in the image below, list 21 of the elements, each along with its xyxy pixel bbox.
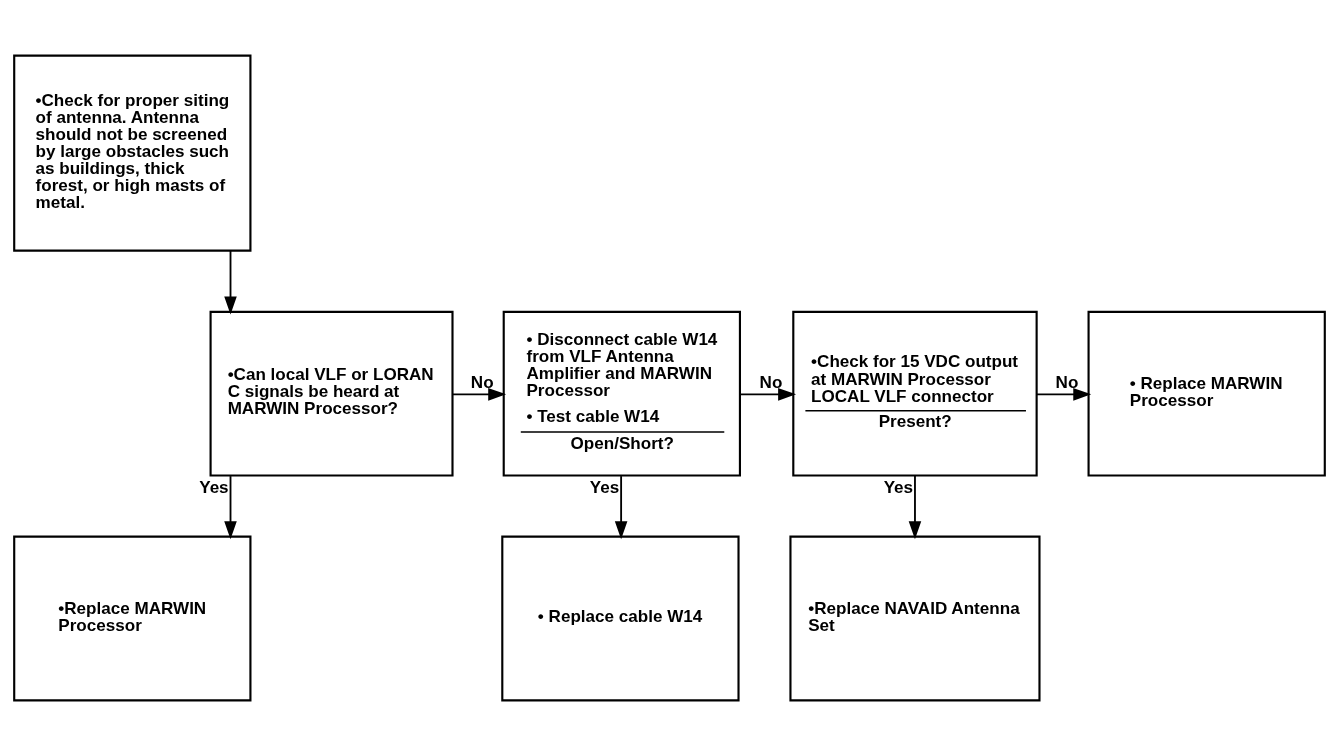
- edge-label: No: [470, 372, 494, 392]
- node-box: •Replace MARWIN Processor: [13, 535, 252, 701]
- node-box: •Check for proper siting of antenna. Antenna should not be screened by large obstacles such as buildings, thick forest, or high masts of metal.: [13, 54, 252, 252]
- arrow: [451, 387, 507, 401]
- node-box: • Replace cable W14: [501, 535, 740, 701]
- node-box: •Check for 15 VDC output at MARWIN Processor LOCAL VLF connector Present?: [792, 310, 1038, 477]
- arrow: [224, 249, 237, 314]
- node-box: • Disconnect cable W14 from VLF Antenna Amplifier and MARWIN Processor • Test cable W14 Open/Short?: [502, 310, 741, 477]
- edge-label: Yes: [883, 477, 914, 497]
- edge-label: Yes: [199, 477, 229, 497]
- edge-label: Yes: [589, 477, 620, 497]
- arrow: [614, 474, 628, 539]
- edge-label: No: [759, 372, 783, 392]
- node-box: • Replace MARWIN Processor: [1087, 310, 1326, 477]
- arrow: [739, 387, 797, 401]
- arrow: [1036, 387, 1092, 401]
- node-box: •Replace NAVAID Antenna Set: [789, 535, 1041, 701]
- arrow: [224, 474, 237, 539]
- edge-label: No: [1055, 372, 1079, 392]
- arrow: [908, 474, 922, 539]
- node-box: •Can local VLF or LORAN C signals be heard at MARWIN Processor?: [209, 310, 454, 477]
